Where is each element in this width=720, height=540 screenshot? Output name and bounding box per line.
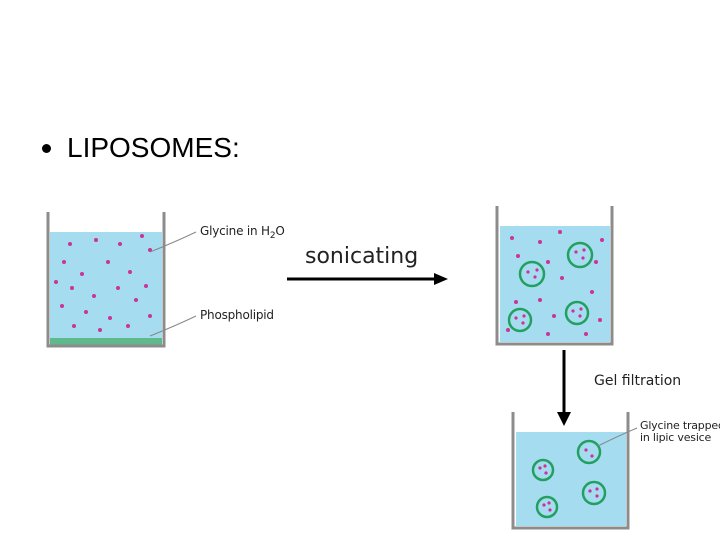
beaker-wall: [511, 412, 630, 530]
slide-bullet: LIPOSOMES:: [42, 132, 240, 164]
glycine-dots: [54, 234, 152, 332]
beaker-wall: [495, 206, 614, 346]
vesicle: [518, 260, 546, 288]
sonicating-arrow: [287, 273, 448, 285]
vesicle: [564, 300, 590, 326]
beaker-sonicated: [495, 206, 614, 346]
trapped-label: Glycine trapped in lipic vesice: [640, 420, 720, 444]
vesicle: [535, 495, 559, 519]
trapped-label-line2: in lipic vesice: [640, 431, 712, 444]
vesicle: [531, 458, 555, 482]
water-fill: [500, 226, 610, 342]
beaker-initial: [46, 212, 197, 348]
vesicle: [566, 241, 594, 269]
water-fill: [50, 232, 162, 340]
water-fill: [516, 432, 626, 526]
beaker-wall: [46, 212, 166, 348]
vesicle: [581, 480, 607, 506]
phospholipid-label: Phospholipid: [200, 308, 274, 322]
glycine-dots: [506, 230, 604, 336]
beaker-filtered: [511, 412, 638, 530]
phospholipid-layer: [50, 338, 162, 346]
glycine-pointer: [149, 231, 197, 253]
gel-filtration-label: Gel filtration: [594, 373, 682, 389]
trapped-label-line1: Glycine trapped: [640, 419, 720, 432]
glycine-label: Glycine in H2O: [200, 224, 285, 241]
trapped-pointer: [597, 427, 638, 447]
vesicle: [576, 439, 602, 465]
process-label: sonicating: [305, 244, 419, 269]
gel-filtration-arrow: [557, 350, 571, 426]
phospholipid-pointer: [149, 315, 197, 337]
bullet-dot: [42, 143, 51, 153]
vesicle: [507, 307, 533, 333]
slide-bullet-text: LIPOSOMES:: [67, 132, 240, 163]
